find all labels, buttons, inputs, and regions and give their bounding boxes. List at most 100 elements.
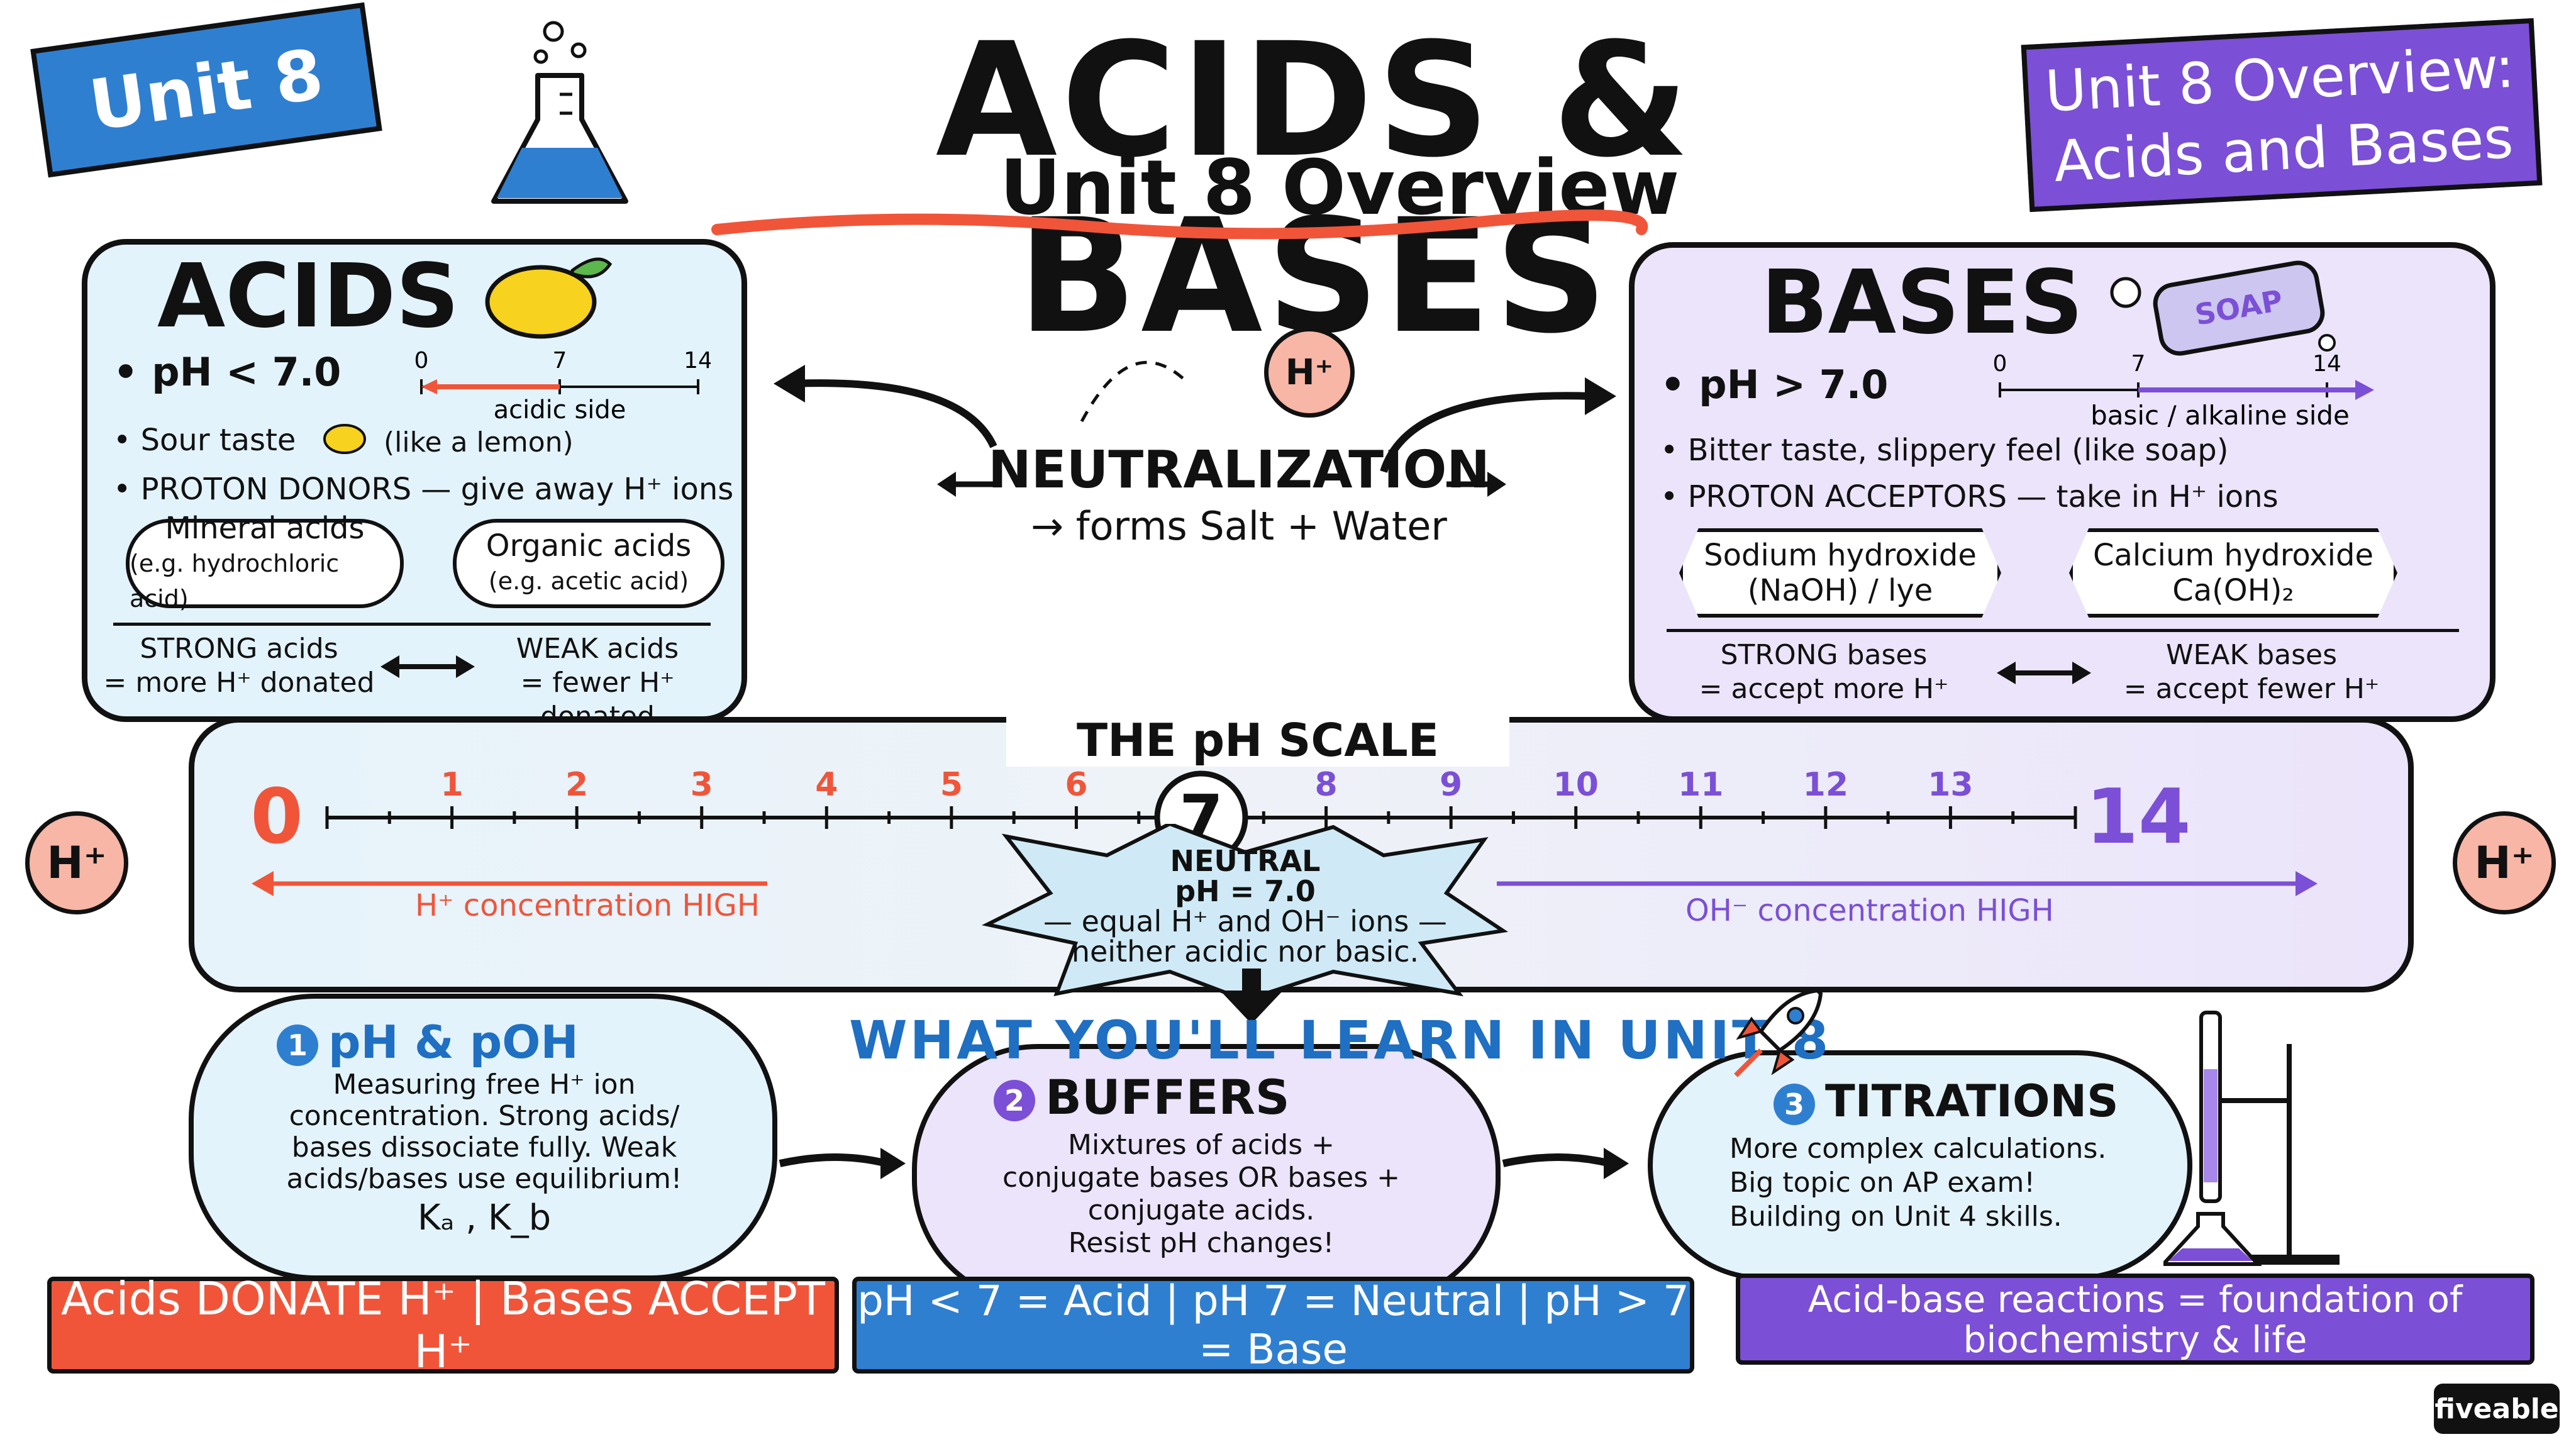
learn-item-3-line-1: More complex calculations. xyxy=(1729,1133,2107,1165)
acids-title: ACIDS xyxy=(157,245,460,348)
unit-banner-label: Unit 8 xyxy=(84,33,328,147)
learn-item-2-line-1: Mixtures of acids + xyxy=(1068,1129,1335,1161)
neutralization-h-ion: H⁺ xyxy=(1264,327,1355,418)
bases-scale-7: 7 xyxy=(2131,352,2146,377)
strong-acids-desc: = more H⁺ donated xyxy=(103,667,375,699)
bases-ph-rule: • pH > 7.0 xyxy=(1660,362,1889,408)
footer-acids-bases: Acids DONATE H⁺ | Bases ACCEPT H⁺ xyxy=(47,1272,839,1378)
acids-ph-rule: • pH < 7.0 xyxy=(113,349,341,395)
ph-tick-label-13: 13 xyxy=(1928,766,1973,804)
bases-divider xyxy=(1667,629,2459,632)
learn-item-1-body: Measuring free H⁺ ion concentration. Str… xyxy=(239,1069,730,1236)
neutralization-result: → forms Salt + Water xyxy=(1031,503,1447,549)
ph-tick-label-11: 11 xyxy=(1678,766,1723,804)
neutral-ph: pH = 7.0 xyxy=(1175,874,1316,908)
strong-acids-title: STRONG acids xyxy=(140,633,338,665)
learn-item-2-body: Mixtures of acids + conjugate bases OR b… xyxy=(943,1129,1459,1260)
learn-item-3-line-2: Big topic on AP exam! xyxy=(1729,1167,2036,1199)
learn-item-2-line-4: Resist pH changes! xyxy=(1068,1227,1335,1259)
footer-ph-rules: pH < 7 = Acid | pH 7 = Neutral | pH > 7 … xyxy=(852,1277,1694,1374)
learn-item-1-line-3: bases dissociate fully. Weak xyxy=(291,1131,677,1163)
neutral-desc: neither acidic nor basic. xyxy=(1071,935,1419,969)
learn-arrow-1-icon xyxy=(779,1148,906,1179)
weak-bases-title: WEAK bases xyxy=(2165,639,2338,671)
fiveable-logo: fiveable xyxy=(2434,1384,2560,1434)
bases-scale-14: 14 xyxy=(2312,352,2341,377)
soap-icon: SOAP xyxy=(2110,260,2336,356)
learn-item-1-line-4: acids/bases use equilibrium! xyxy=(286,1163,682,1195)
ph-tick-label-3: 3 xyxy=(691,766,713,804)
mineral-acids-pill: Mineral acids (e.g. hydrochloric acid) xyxy=(126,511,404,613)
neutralization-arrows xyxy=(774,360,1616,497)
strong-bases: STRONG bases = accept more H⁺ xyxy=(1673,638,1975,706)
acid-concentration-label: H⁺ concentration HIGH xyxy=(415,888,760,923)
acids-divider xyxy=(113,623,711,626)
rocket-icon xyxy=(1734,988,1823,1077)
small-lemon-icon xyxy=(323,424,366,454)
neutralization-label: NEUTRALIZATION xyxy=(988,440,1490,500)
weak-bases: WEAK bases = accept fewer H⁺ xyxy=(2101,638,2402,706)
bases-double-arrow-icon xyxy=(1997,662,2091,684)
footer-biochemistry: Acid-base reactions = foundation of bioc… xyxy=(1736,1274,2534,1365)
unit-banner: Unit 8 xyxy=(30,2,382,178)
ph-tick-label-1: 1 xyxy=(440,766,463,804)
learn-item-1-title: pH & pOH xyxy=(328,1016,579,1069)
calcium-hydroxide-tag: Calcium hydroxide Ca(OH)₂ xyxy=(2069,528,2397,618)
footer-ph-rules-text: pH < 7 = Acid | pH 7 = Neutral | pH > 7 … xyxy=(857,1277,1690,1374)
footer-acids-bases-text: Acids DONATE H⁺ | Bases ACCEPT H⁺ xyxy=(61,1272,825,1378)
learn-item-2-line-2: conjugate bases OR bases + xyxy=(1002,1162,1400,1194)
acids-scale-7: 7 xyxy=(553,349,567,374)
ph-tick-label-2: 2 xyxy=(565,766,588,804)
ph-tick-label-5: 5 xyxy=(940,766,963,804)
ph-tick-label-6: 6 xyxy=(1065,766,1087,804)
acids-panel xyxy=(82,239,747,722)
flask-icon xyxy=(491,21,628,204)
down-arrow-icon xyxy=(1220,969,1283,1024)
calcium-hydroxide-title: Calcium hydroxide xyxy=(2092,538,2374,573)
neutral-equal: — equal H⁺ and OH⁻ ions — xyxy=(1043,904,1447,938)
learn-item-2-number: 2 xyxy=(994,1080,1035,1121)
bases-scale-0: 0 xyxy=(1993,352,2007,377)
fiveable-logo-text: fiveable xyxy=(2434,1392,2559,1425)
learn-item-1-number: 1 xyxy=(277,1024,318,1067)
strong-bases-desc: = accept more H⁺ xyxy=(1699,673,1949,705)
bases-panel xyxy=(1629,242,2496,722)
learn-arrow-2-icon xyxy=(1502,1148,1629,1179)
organic-acids-pill: Organic acids (e.g. acetic acid) xyxy=(453,519,724,608)
learn-item-1-line-2: concentration. Strong acids/ xyxy=(289,1100,680,1132)
acids-taste-note: (like a lemon) xyxy=(384,426,574,458)
sodium-hydroxide-title: Sodium hydroxide xyxy=(1704,538,1977,573)
acids-scale-0: 0 xyxy=(414,349,429,374)
footer-biochemistry-text: Acid-base reactions = foundation of bioc… xyxy=(1807,1277,2463,1361)
acids-donors: • PROTON DONORS — give away H⁺ ions xyxy=(113,472,734,507)
acids-side-label: acidic side xyxy=(494,396,626,425)
neutral-text: NEUTRAL pH = 7.0 — equal H⁺ and OH⁻ ions… xyxy=(1006,846,1484,967)
mineral-acids-example: (e.g. hydrochloric acid) xyxy=(130,550,340,613)
ph-tick-label-9: 9 xyxy=(1440,766,1462,804)
acids-double-arrow-icon xyxy=(380,655,475,678)
weak-acids-title: WEAK acids xyxy=(516,633,679,665)
ph-tick-label-0: 0 xyxy=(250,774,303,861)
left-h-ion: H⁺ xyxy=(25,811,128,914)
overview-banner: Unit 8 Overview: Acids and Bases xyxy=(2021,18,2543,213)
main-title: ACIDS & BASES xyxy=(935,9,1694,368)
mineral-acids-title: Mineral acids xyxy=(165,511,365,546)
learn-item-3-line-3: Building on Unit 4 skills. xyxy=(1729,1201,2062,1233)
ph-tick-label-12: 12 xyxy=(1803,766,1848,804)
learn-heading: WHAT YOU'LL LEARN IN UNIT 8 xyxy=(849,1009,1831,1071)
title-underline xyxy=(711,209,1648,240)
acids-scale-14: 14 xyxy=(684,349,711,374)
bases-title: BASES xyxy=(1761,252,2084,354)
neutral-title: NEUTRAL xyxy=(1170,844,1321,878)
sodium-hydroxide-formula: (NaOH) / lye xyxy=(1747,573,1933,608)
sodium-hydroxide-tag: Sodium hydroxide (NaOH) / lye xyxy=(1679,528,2001,618)
neutral-burst xyxy=(982,824,1509,1000)
strong-bases-title: STRONG bases xyxy=(1720,639,1928,671)
lemon-icon xyxy=(485,257,613,339)
ph-tick-label-8: 8 xyxy=(1314,766,1337,804)
ph-tick-label-14: 14 xyxy=(2086,774,2191,861)
weak-bases-desc: = accept fewer H⁺ xyxy=(2123,673,2380,705)
acids-mini-scale: 0 7 14 acidic side xyxy=(414,349,711,425)
